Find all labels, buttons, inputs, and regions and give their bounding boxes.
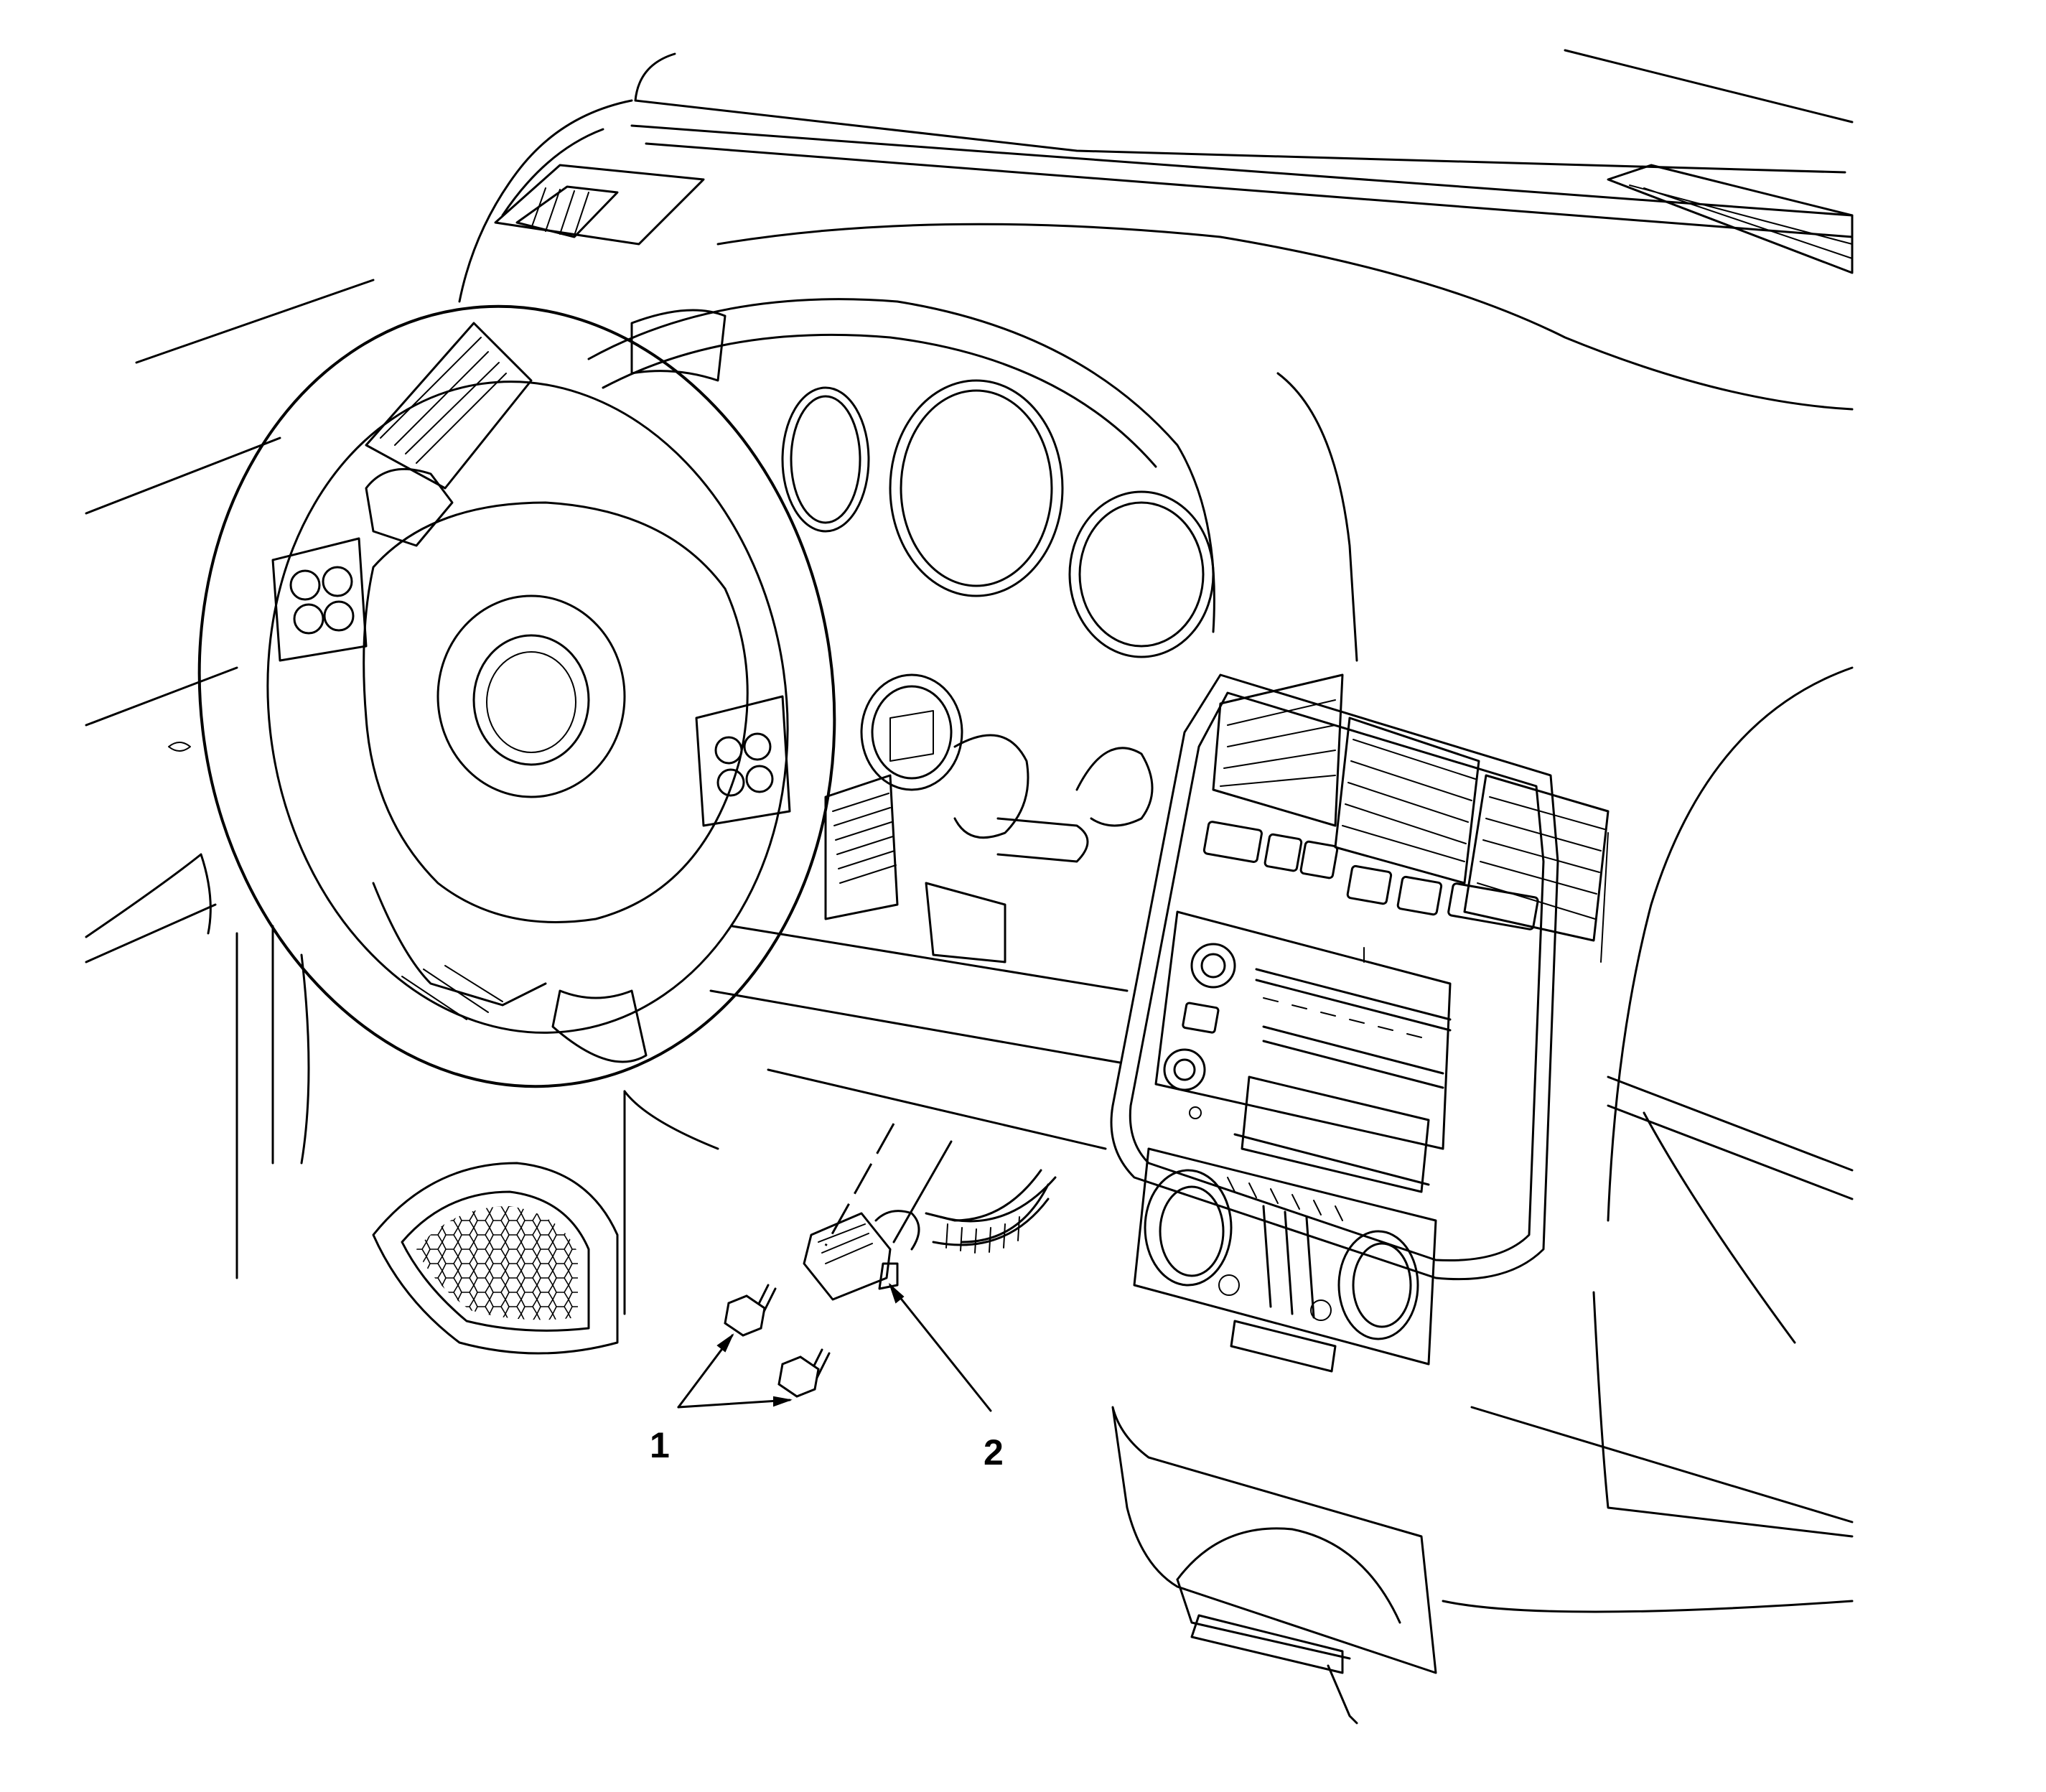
callout-label-1: 1: [650, 1425, 670, 1465]
callout-leader-1: [677, 1333, 793, 1409]
right-dash-glovebox: [1442, 666, 1854, 1613]
speaker-grille: [372, 1162, 619, 1355]
center-stack: [1110, 673, 1559, 1281]
steering-wheel: [197, 304, 836, 1088]
connector-bolt-upper: [724, 1284, 777, 1337]
left-door-panel: [85, 279, 375, 1279]
callout-leader-2: [888, 1282, 992, 1412]
steering-column-ignition: [860, 673, 1154, 963]
steering-left-controls: [271, 537, 368, 662]
center-air-vents: [1212, 673, 1610, 963]
knee-bolster-grille: [824, 774, 899, 920]
steering-wheel-airbag-hub: [363, 501, 749, 1020]
connector-bolt-lower: [777, 1348, 831, 1398]
climate-control-panel: [1133, 1147, 1437, 1373]
instrument-cluster: [587, 298, 1358, 662]
callout-label-2: 2: [984, 1432, 1004, 1473]
data-link-connector: [803, 1123, 1057, 1301]
lower-dash-panel: [623, 925, 1129, 1315]
left-side-air-vent: [365, 322, 533, 547]
right-defroster-vent: [1607, 164, 1854, 274]
radio-head-unit: [1154, 910, 1452, 1193]
windshield-and-dash-top: [458, 49, 1854, 411]
steering-right-controls: [695, 695, 791, 827]
left-defroster-vent: [494, 164, 705, 246]
hvac-button-row: [1202, 821, 1539, 930]
lower-console-storage: [1111, 1406, 1437, 1725]
